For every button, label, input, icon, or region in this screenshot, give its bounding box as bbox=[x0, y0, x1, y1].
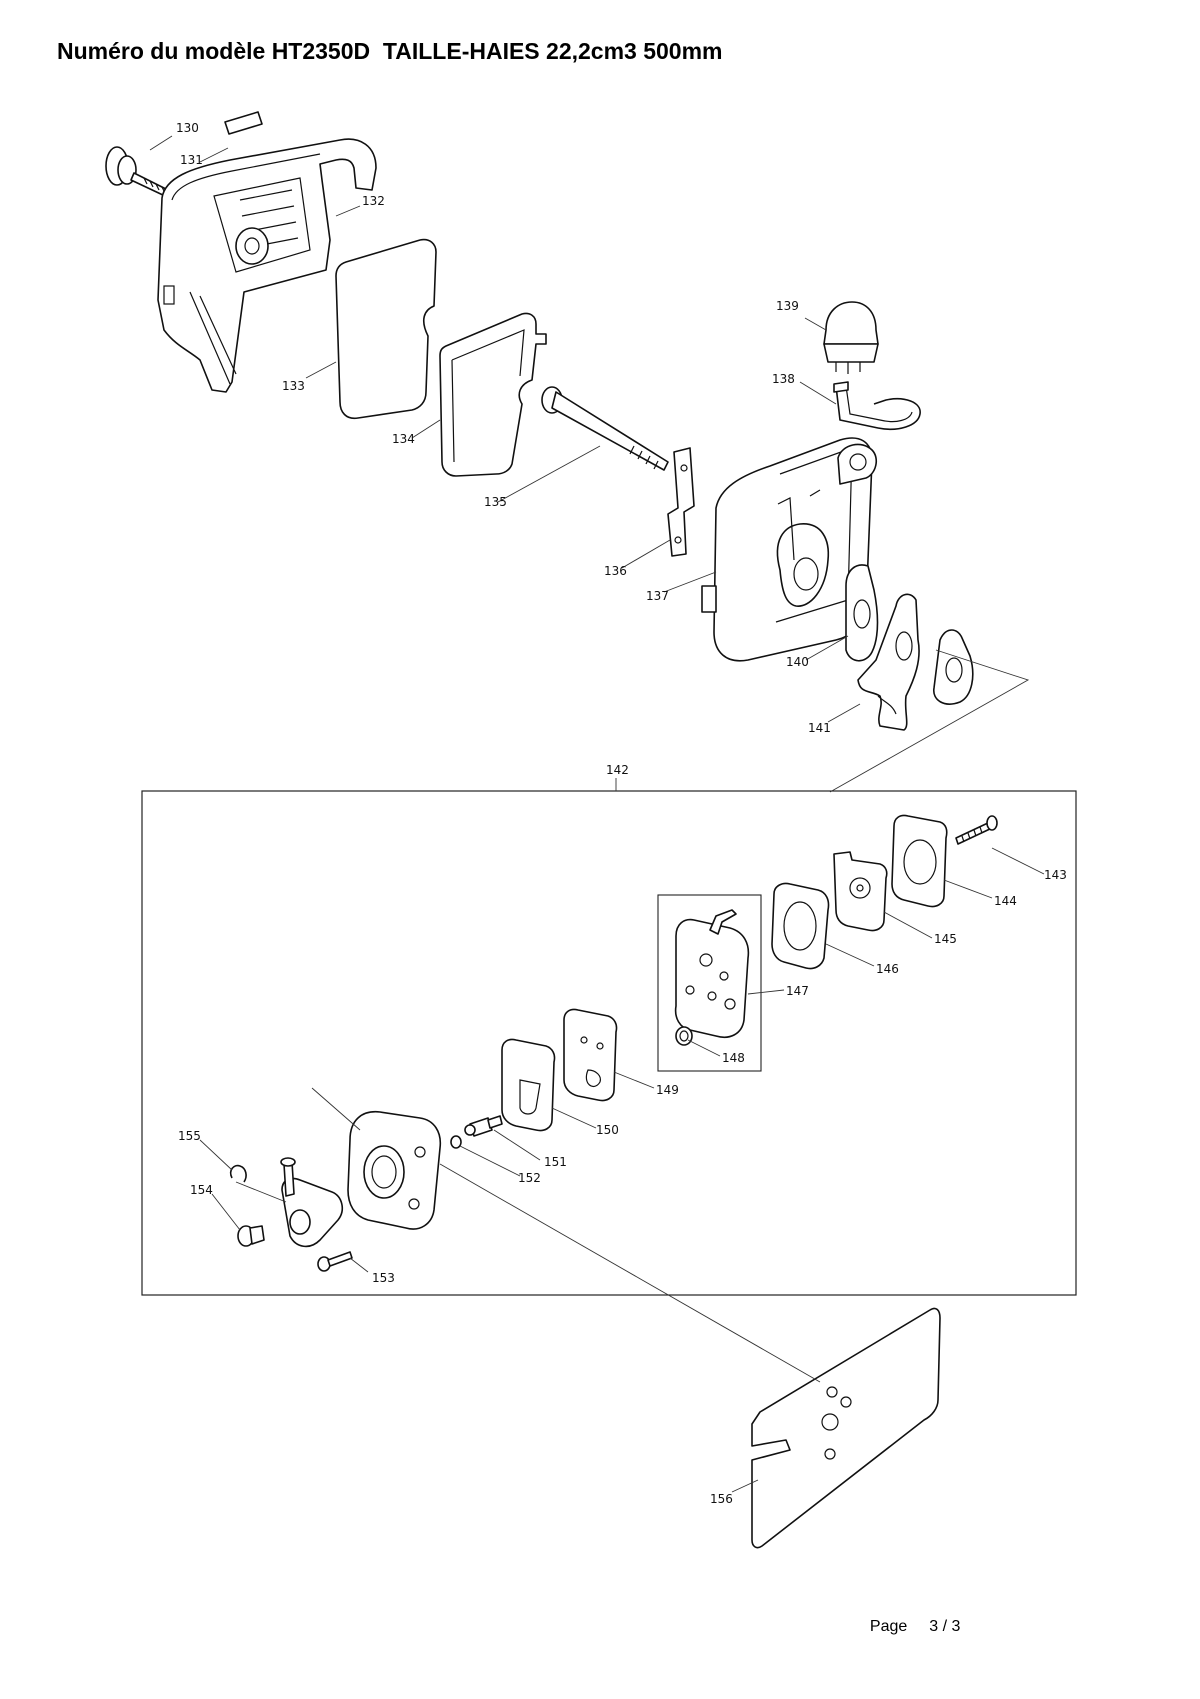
carburetor-main-body bbox=[347, 1111, 442, 1230]
part-label-148: 148 bbox=[722, 1051, 745, 1065]
part-label-146: 146 bbox=[876, 962, 899, 976]
part-label-139: 139 bbox=[776, 299, 799, 313]
part-label-154: 154 bbox=[190, 1183, 213, 1197]
part-label-136: 136 bbox=[604, 564, 627, 578]
leader-lines bbox=[149, 135, 1045, 1493]
part-labels: 130 131 132 133 134 135 136 137 138 139 … bbox=[176, 121, 1067, 1506]
part-152-washer bbox=[450, 1135, 462, 1149]
part-label-151: 151 bbox=[544, 1155, 567, 1169]
part-148-filter-screen bbox=[675, 1026, 693, 1046]
part-130-knob-screw bbox=[105, 146, 169, 197]
part-143-screw bbox=[955, 815, 998, 845]
part-label-140: 140 bbox=[786, 655, 809, 669]
part-label-141: 141 bbox=[808, 721, 831, 735]
part-136-bracket-plate bbox=[667, 447, 695, 557]
page-title: Numéro du modèle HT2350D TAILLE-HAIES 22… bbox=[57, 38, 723, 64]
part-label-147: 147 bbox=[786, 984, 809, 998]
part-149-metering-diaphragm bbox=[563, 1008, 618, 1102]
part-label-153: 153 bbox=[372, 1271, 395, 1285]
carburetor-assembly-box bbox=[141, 790, 1077, 1296]
part-label-143: 143 bbox=[1044, 868, 1067, 882]
part-134-filter-element bbox=[439, 312, 547, 477]
page-number: 3 / 3 bbox=[929, 1618, 961, 1635]
part-141-insulator-plate bbox=[857, 593, 920, 731]
part-label-155: 155 bbox=[178, 1129, 201, 1143]
part-label-134: 134 bbox=[392, 432, 415, 446]
part-label-132: 132 bbox=[362, 194, 385, 208]
page-footer: Page 3 / 3 bbox=[861, 1600, 961, 1636]
part-147-sub-box bbox=[657, 894, 762, 1072]
part-label-133: 133 bbox=[282, 379, 305, 393]
part-155-e-ring bbox=[229, 1164, 247, 1183]
part-label-149: 149 bbox=[656, 1083, 679, 1097]
page-label: Page bbox=[869, 1618, 908, 1635]
part-150-gasket bbox=[501, 1038, 556, 1132]
part-label-142: 142 bbox=[606, 763, 629, 777]
part-label-137: 137 bbox=[646, 589, 669, 603]
part-135-long-bolt bbox=[541, 386, 669, 471]
part-145-pump-diaphragm bbox=[833, 851, 888, 932]
throttle-lever bbox=[280, 1157, 344, 1248]
part-153-screw bbox=[317, 1251, 353, 1272]
part-140-gasket bbox=[845, 564, 879, 662]
part-139-primer-pump bbox=[823, 301, 879, 374]
part-label-156: 156 bbox=[710, 1492, 733, 1506]
part-label-135: 135 bbox=[484, 495, 507, 509]
part-label-130: 130 bbox=[176, 121, 199, 135]
part-label-145: 145 bbox=[934, 932, 957, 946]
part-141-back-gasket bbox=[933, 629, 974, 705]
part-label-144: 144 bbox=[994, 894, 1017, 908]
part-154-adjust-screw bbox=[237, 1225, 265, 1247]
part-132-air-cleaner-cover bbox=[157, 138, 377, 393]
part-147-carburetor-body bbox=[674, 909, 750, 1038]
part-label-131: 131 bbox=[180, 153, 203, 167]
part-151-needle-valve bbox=[464, 1115, 503, 1137]
part-138-fuel-pipe bbox=[833, 381, 921, 430]
part-156-gasket-plate bbox=[751, 1307, 941, 1549]
part-144-pump-cover bbox=[891, 814, 948, 908]
part-137-air-cleaner-case bbox=[701, 437, 878, 662]
part-131-label bbox=[224, 111, 263, 135]
part-146-gasket bbox=[771, 882, 830, 970]
part-133-sponge-filter bbox=[335, 238, 437, 420]
part-label-138: 138 bbox=[772, 372, 795, 386]
part-label-152: 152 bbox=[518, 1171, 541, 1185]
part-label-150: 150 bbox=[596, 1123, 619, 1137]
